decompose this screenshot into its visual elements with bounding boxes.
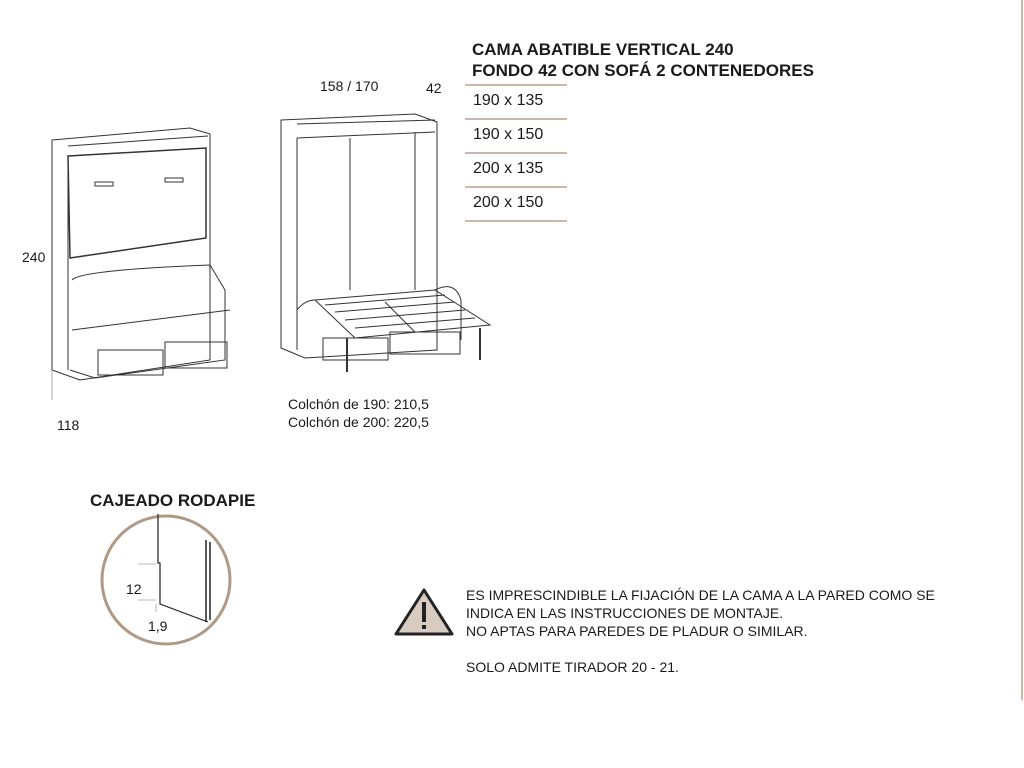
baseboard-depth-label: 1,9 <box>148 618 168 634</box>
depth-closed-dimension: 118 <box>57 417 80 433</box>
depth-dimension: 42 <box>426 80 442 96</box>
closed-bed-drawing <box>51 127 231 400</box>
size-list: 190 x 135 190 x 150 200 x 135 200 x 150 <box>465 84 567 222</box>
warning-notes: ES IMPRESCINDIBLE LA FIJACIÓN DE LA CAMA… <box>466 586 935 676</box>
mattress-200-length: Colchón de 200: 220,5 <box>288 414 429 430</box>
size-item: 190 x 150 <box>465 118 567 152</box>
title-line-1: CAMA ABATIBLE VERTICAL 240 <box>472 40 734 59</box>
product-title: CAMA ABATIBLE VERTICAL 240 FONDO 42 CON … <box>472 39 814 81</box>
title-line-2: FONDO 42 CON SOFÁ 2 CONTENEDORES <box>472 61 814 80</box>
handle-note: SOLO ADMITE TIRADOR 20 - 21. <box>466 659 679 675</box>
height-dimension: 240 <box>22 249 46 265</box>
warning-triangle-icon <box>394 588 454 636</box>
open-bed-drawing <box>280 113 492 372</box>
mattress-190-length: Colchón de 190: 210,5 <box>288 396 429 412</box>
warning-line: ES IMPRESCINDIBLE LA FIJACIÓN DE LA CAMA… <box>466 587 935 603</box>
baseboard-detail-drawing <box>100 514 232 646</box>
size-item: 200 x 150 <box>465 186 567 222</box>
size-item: 190 x 135 <box>465 84 567 118</box>
right-border <box>1021 0 1023 700</box>
warning-line: INDICA EN LAS INSTRUCCIONES DE MONTAJE. <box>466 605 784 621</box>
size-item: 200 x 135 <box>465 152 567 186</box>
width-dimension: 158 / 170 <box>320 78 379 94</box>
detail-title: CAJEADO RODAPIE <box>90 491 256 510</box>
warning-line: NO APTAS PARA PAREDES DE PLADUR O SIMILA… <box>466 623 808 639</box>
baseboard-height-label: 12 <box>126 581 142 597</box>
